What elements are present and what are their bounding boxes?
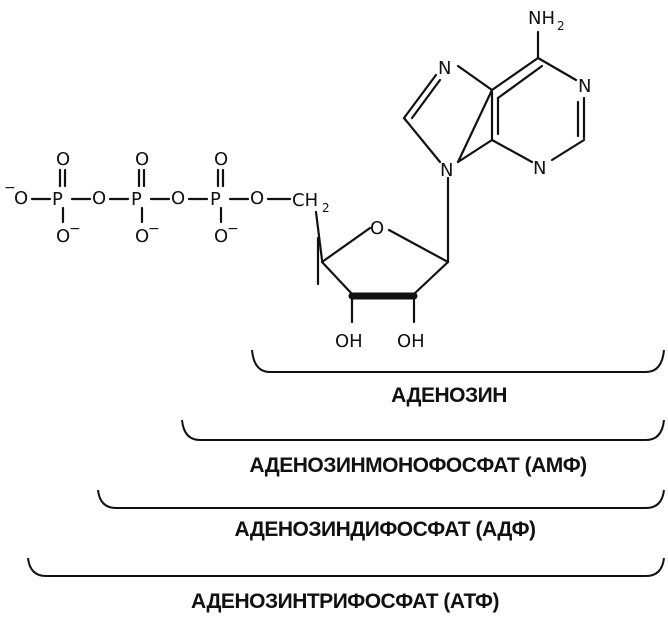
charged-oxygen: O [214,226,228,247]
bracket-line [27,557,665,577]
charge-sign: − [227,221,239,237]
double-bond [410,78,442,120]
label-adenosine: АДЕНОЗИН [391,384,507,407]
phosphate-chain: − O P O O − O P O O − O P O O − O [4,149,330,247]
double-bond-oxygen: O [56,149,70,170]
bracket-atp: АДЕНОЗИНТРИФОСФАТ (АТФ) [27,557,665,613]
nitrogen-n1: N [578,76,591,97]
hydroxyl-group: OH [397,331,425,352]
phosphorus-atom: P [210,189,221,210]
bond [387,228,450,264]
double-bond [496,64,544,100]
charged-oxygen: O [56,226,70,247]
bracket-line [181,419,665,441]
label-atp: АДЕНОЗИНТРИФОСФАТ (АТФ) [191,590,499,613]
ch2-subscript: 2 [322,201,330,215]
bond [490,56,540,92]
charged-oxygen: O [135,226,149,247]
double-bond-oxygen: O [135,149,149,170]
ch2-group: CH [292,190,318,211]
nitrogen-n7: N [438,58,451,79]
nitrogen-n3: N [533,158,546,179]
amino-group: NH [528,8,555,29]
bracket-adenosine: АДЕНОЗИН [251,349,665,407]
bond [314,210,324,262]
phosphorus-atom: P [131,189,142,210]
ring-oxygen: O [370,218,384,239]
bond [550,138,586,162]
bond [536,56,578,82]
label-adp: АДЕНОЗИНДИФОСФАТ (АДФ) [234,518,535,541]
terminal-oxygen: O [14,188,28,209]
bond [490,138,534,164]
bond [456,138,494,164]
bracket-amp: АДЕНОЗИНМОНОФОСФАТ (АМФ) [181,419,665,477]
charge-sign: − [148,221,160,237]
hydroxyl-group: OH [335,331,363,352]
adenine-base: N N NH 2 N N [402,8,591,181]
bond [412,260,450,296]
nitrogen-n9: N [440,160,453,181]
bond [402,73,438,120]
phosphorus-atom: P [52,189,63,210]
bond [402,116,442,164]
bond [320,260,354,296]
bond [456,64,494,92]
bond [320,226,372,264]
bracket-line [97,489,665,509]
amino-subscript: 2 [557,19,565,33]
bracket-line [251,349,665,373]
double-bond-oxygen: O [214,149,228,170]
bridging-oxygen: O [171,188,185,209]
charge-sign: − [4,180,16,196]
ester-oxygen: O [250,188,264,209]
bracket-adp: АДЕНОЗИНДИФОСФАТ (АДФ) [97,489,665,541]
ribose-ring: O OH OH [314,176,450,352]
bond [456,88,494,164]
bridging-oxygen: O [92,188,106,209]
label-amp: АДЕНОЗИНМОНОФОСФАТ (АМФ) [249,454,586,477]
charge-sign: − [69,221,81,237]
